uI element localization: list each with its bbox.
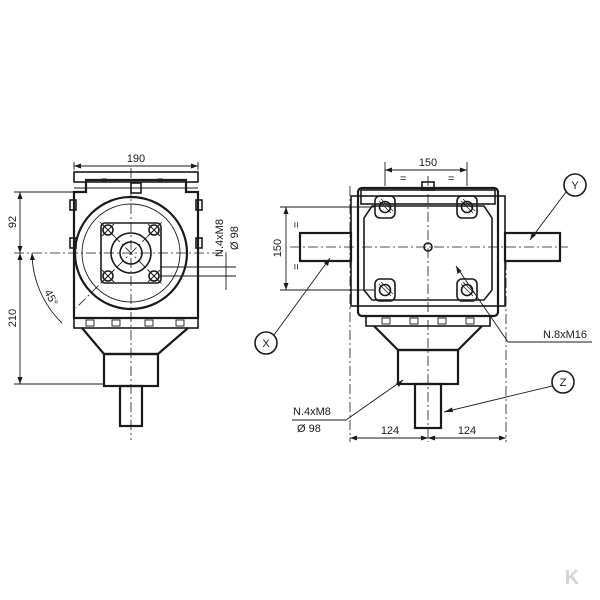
right-dim-right: 124 [458, 425, 476, 437]
right-bolts-side: N.8xM16 [543, 329, 587, 341]
label-x: X [262, 338, 270, 350]
right-bolts-bottom-count: N.4xM8 [293, 406, 331, 418]
leader-arrow [530, 232, 536, 240]
dim-arrows [350, 435, 506, 441]
label-z-circle [551, 370, 575, 394]
right-inner-contour [363, 205, 493, 301]
label-y-circle [563, 173, 587, 197]
right-corner-bolts [374, 195, 478, 302]
left-edge-bolt [69, 199, 77, 211]
left-edge-bolt [195, 199, 203, 211]
left-equal-mark-2: = [157, 175, 163, 187]
left-bolts-circle: Ø 98 [229, 226, 241, 250]
left-bolts-count: N.4xM8 [214, 219, 226, 257]
right-bolt-icon [374, 195, 396, 219]
left-dim-bottom-height: 210 [7, 309, 19, 327]
left-view: 190 = = 92 210 45° N.4xM8 Ø 98 [7, 153, 241, 440]
leader-arrow [324, 258, 330, 266]
left-bottom-flange [73, 317, 199, 329]
leader-x [273, 257, 331, 336]
watermark-logo: K [565, 567, 580, 589]
label-x-circle [254, 331, 278, 355]
left-diagonal-centerline [75, 221, 163, 309]
right-bolt-icon [456, 195, 478, 219]
right-bolts-bottom-circle: Ø 98 [297, 423, 321, 435]
leader-y [529, 191, 567, 241]
right-bolt-icon [374, 278, 396, 302]
right-view: 150 = = 150 = = 124 124 Y X Z [254, 157, 592, 442]
left-bolt-icon [147, 223, 161, 237]
left-edge-bolt [69, 237, 77, 249]
right-dim-height: 150 [272, 239, 284, 257]
right-equal-mark-1: = [400, 173, 406, 185]
left-taper [81, 327, 189, 356]
leader-m16 [455, 265, 509, 343]
label-y: Y [571, 180, 579, 192]
left-dim-angle: 45° [41, 288, 59, 308]
left-top-flange [73, 171, 199, 183]
right-equal-mark-2: = [448, 173, 454, 185]
dim-arrows [30, 253, 35, 260]
leader-arrow [456, 266, 462, 274]
right-dim-width: 150 [419, 157, 437, 169]
label-z: Z [560, 377, 567, 389]
left-edge-bolt [195, 237, 203, 249]
left-equal-mark-1: = [101, 175, 107, 187]
right-input-shaft-left [298, 231, 353, 263]
leader-arrow [396, 380, 403, 387]
right-dim-left: 124 [381, 425, 399, 437]
left-dim-top-height: 92 [7, 216, 19, 228]
right-equal-mark-3: = [291, 222, 303, 228]
right-equal-mark-4: = [291, 264, 303, 270]
left-angle-arc [31, 252, 63, 324]
leader-z [443, 385, 553, 413]
left-dim-width: 190 [127, 153, 145, 165]
leader-arrow [444, 407, 453, 412]
leader-m8 [345, 379, 404, 421]
